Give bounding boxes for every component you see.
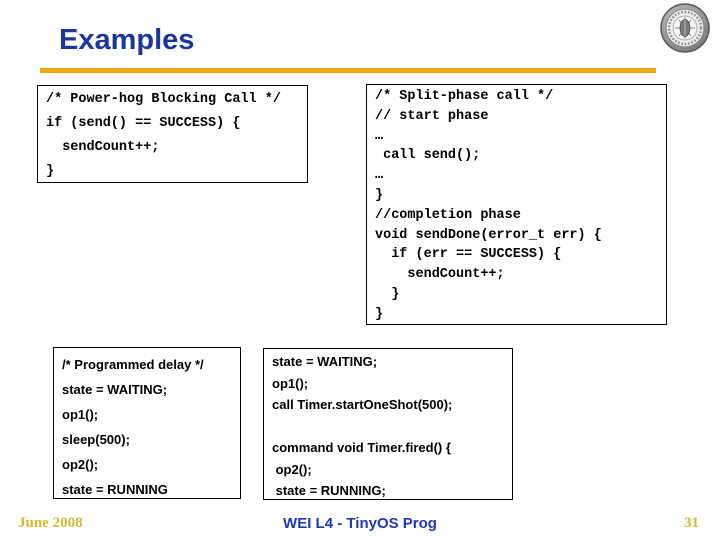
title-underline-rule	[40, 68, 656, 73]
code-line: command void Timer.fired() {	[272, 440, 451, 455]
code-line: op1();	[62, 407, 99, 422]
code-line: call Timer.startOneShot(500);	[272, 397, 453, 412]
code-line: }	[375, 286, 400, 302]
code-line: if (send() == SUCCESS) {	[46, 116, 241, 131]
university-seal-logo	[659, 3, 712, 54]
code-box-programmed-delay: /* Programmed delay */ state = WAITING; op…	[53, 347, 241, 499]
code-line: call send();	[375, 148, 481, 164]
footer-course-label: WEI L4 - TinyOS Prog	[283, 515, 437, 532]
code-line: op1();	[272, 375, 309, 391]
code-line: /* Programmed delay */	[62, 357, 204, 372]
code-line: state = RUNNING	[62, 482, 168, 497]
code-line: op2();	[272, 461, 312, 477]
code-line: state = WAITING;	[62, 382, 168, 397]
code-line: if (err == SUCCESS) {	[375, 247, 562, 263]
code-line: …	[375, 168, 384, 184]
code-line: /* Power-hog Blocking Call */	[46, 92, 281, 107]
code-line: state = RUNNING;	[272, 483, 386, 498]
code-line: sleep(500);	[62, 432, 130, 447]
code-line: sendCount++;	[375, 267, 505, 283]
slide-title: Examples	[59, 24, 195, 56]
code-line: }	[375, 306, 384, 322]
code-box-timer-split-phase: state = WAITING; op1(); call Timer.startOn…	[263, 348, 513, 500]
code-line: …	[375, 128, 384, 144]
code-line: }	[46, 164, 55, 179]
code-line: state = WAITING;	[272, 354, 378, 369]
code-line: //completion phase	[375, 207, 521, 223]
code-line	[272, 416, 512, 438]
code-box-split-phase-call: /* Split-phase call */ // start phase … ca…	[366, 84, 667, 325]
footer-date: June 2008	[18, 515, 83, 531]
code-box-blocking-call: /* Power-hog Blocking Call */ if (send() …	[37, 85, 308, 183]
code-line: }	[375, 187, 384, 203]
code-line: // start phase	[375, 108, 489, 124]
seal-icon	[660, 3, 710, 53]
code-line: sendCount++;	[46, 140, 160, 155]
code-line: op2();	[62, 457, 99, 472]
footer-page-number: 31	[684, 515, 699, 531]
code-line: void sendDone(error_t err) {	[375, 227, 602, 243]
code-line: /* Split-phase call */	[375, 89, 554, 104]
